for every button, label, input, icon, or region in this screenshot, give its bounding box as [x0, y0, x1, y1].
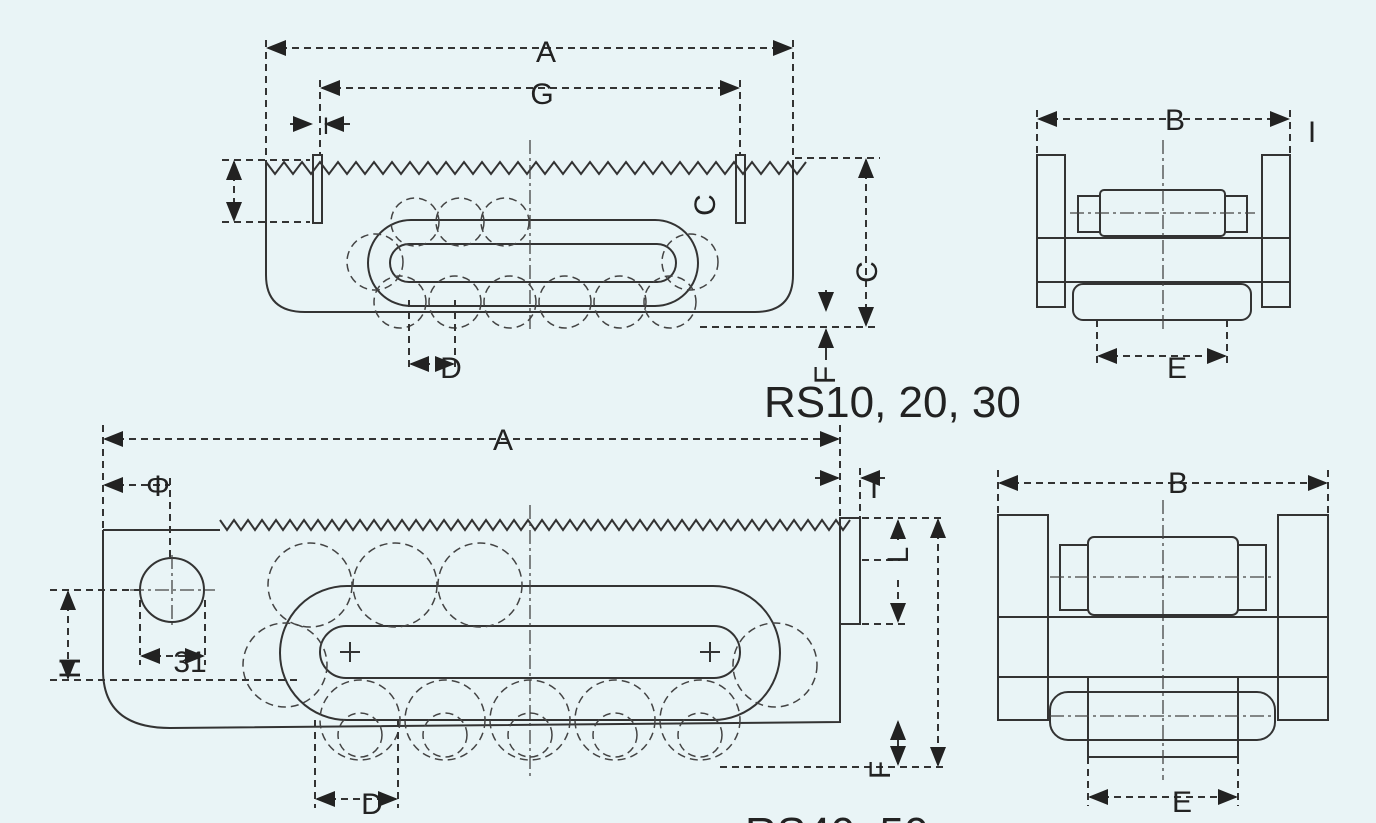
roller	[346, 233, 404, 291]
roller	[593, 275, 647, 329]
roller	[337, 712, 383, 758]
top-dim-a: A	[536, 36, 556, 69]
roller	[404, 679, 486, 761]
bottom-dim-f: F	[864, 761, 897, 779]
top-dim-g: G	[530, 78, 553, 111]
bottom-dim-i: I	[870, 472, 878, 505]
roller	[352, 542, 438, 628]
bottom-side-dim-e: E	[1172, 786, 1192, 819]
roller	[435, 197, 485, 247]
roller	[480, 197, 530, 247]
roller	[422, 712, 468, 758]
roller	[677, 712, 723, 758]
top-dim-c-outer: C	[851, 261, 884, 283]
top-chain-track	[367, 219, 699, 307]
bottom-dim-a: A	[493, 424, 513, 457]
bottom-front-view: A Φ I L F H 31 D RS40, 50	[50, 424, 946, 823]
roller	[267, 542, 353, 628]
top-dim-i: I	[323, 113, 330, 140]
bottom-body-outline	[102, 518, 841, 730]
top-rollers	[346, 197, 719, 329]
bottom-dim-d: D	[361, 788, 383, 821]
top-body-outline	[265, 160, 794, 313]
roller	[574, 679, 656, 761]
bottom-dim-31: 31	[173, 646, 206, 679]
top-front-view: A G I C C F D RS10, 20, 30	[222, 36, 1021, 427]
top-model-title: RS10, 20, 30	[764, 378, 1021, 427]
bottom-dim-phi: Φ	[146, 470, 170, 503]
roller	[659, 679, 741, 761]
roller	[661, 233, 719, 291]
bottom-side-view: B E	[997, 467, 1329, 819]
bottom-model-title: RS40, 50	[745, 809, 928, 823]
bottom-stopper	[839, 517, 861, 625]
roller	[437, 542, 523, 628]
roller	[483, 275, 537, 329]
roller	[538, 275, 592, 329]
bottom-rollers	[242, 542, 818, 761]
roller	[507, 712, 553, 758]
bottom-dim-h: H	[54, 657, 87, 679]
top-side-view: B I E	[1036, 104, 1316, 385]
top-stopper-left	[312, 154, 323, 224]
roller	[373, 275, 427, 329]
bottom-dim-l: L	[882, 547, 915, 564]
top-dim-d: D	[440, 352, 462, 385]
roller	[643, 275, 697, 329]
top-dim-c-inner: C	[689, 194, 722, 216]
top-side-dim-e: E	[1167, 352, 1187, 385]
top-side-dim-b: B	[1165, 104, 1185, 137]
roller	[390, 197, 440, 247]
roller	[242, 622, 328, 708]
bottom-side-dim-b: B	[1168, 467, 1188, 500]
top-dim-f: F	[809, 366, 842, 384]
top-teeth	[265, 160, 807, 176]
roller	[592, 712, 638, 758]
bottom-teeth	[219, 518, 851, 532]
roller	[732, 622, 818, 708]
roller	[319, 679, 401, 761]
top-side-dim-i: I	[1308, 116, 1316, 149]
top-slot	[389, 243, 677, 283]
